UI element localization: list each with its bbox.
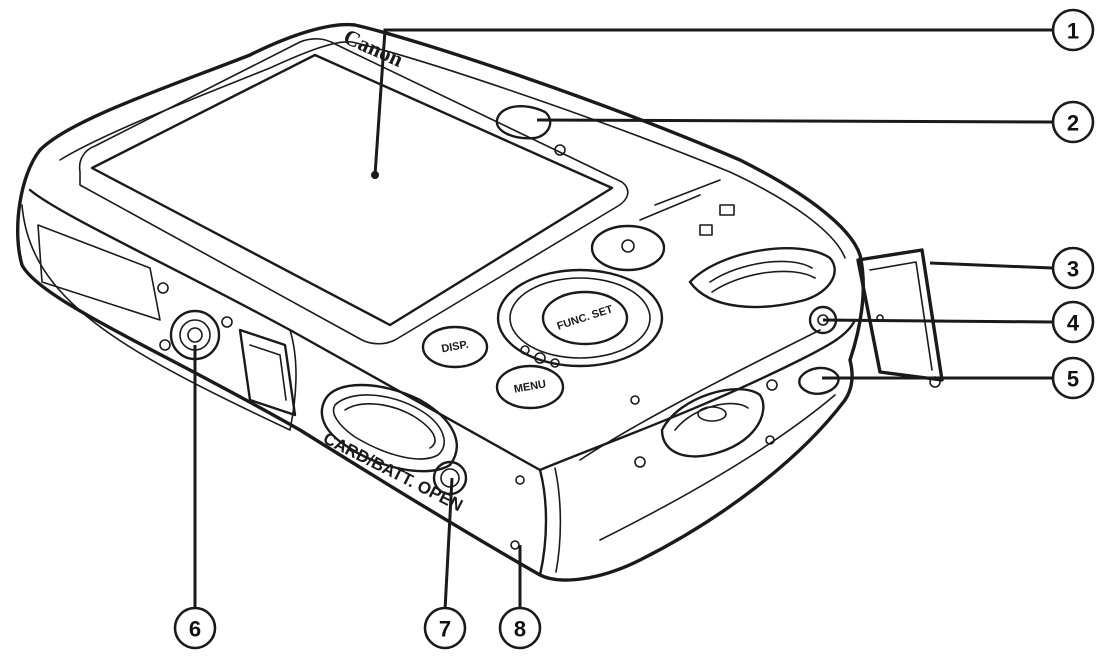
digital-terminal [798,366,840,395]
leader-3 [929,261,1053,270]
bottom-plate [21,204,297,431]
front-edge-inner [554,467,562,573]
camera-bottom-edge [28,188,857,472]
callout-3: 3 [1051,246,1095,290]
terminal-cover [856,248,944,388]
callout-2: 2 [1051,100,1095,144]
callout-8: 8 [498,606,542,650]
callout-number: 5 [1067,367,1079,392]
camera-body [16,22,865,582]
func-set-label: FUNC. SET [556,303,615,332]
mode-switch [639,179,836,309]
callout-number: 7 [439,617,451,642]
callout-number: 4 [1067,311,1080,336]
callout-6: 6 [173,606,217,650]
camera-back-outline [38,22,865,362]
disp-button: DISP. [421,325,489,369]
menu-button: MENU [495,364,565,410]
leader-lines [193,28,1053,611]
card-battery-cover: CARD/BATT. OPEN [320,383,468,515]
shoot-button [590,224,666,272]
camera-bottom-outline [16,148,854,582]
callout-5: 5 [1051,356,1095,400]
callout-1: 1 [1051,8,1095,52]
menu-label: MENU [513,378,547,395]
leader-4 [822,318,1053,324]
leader-7 [443,477,454,611]
camera-back-bevel [59,41,846,259]
front-edge [538,468,548,577]
callout-number: 1 [1067,19,1079,44]
leader-1 [373,28,1052,176]
disp-label: DISP. [441,339,470,356]
lcd-screen [78,38,629,345]
indicator-lamp [495,104,566,156]
callout-number: 3 [1067,257,1079,282]
side-contour [579,329,821,461]
dc-coupler-cover [238,328,297,417]
control-dial: FUNC. SET [496,268,664,368]
callout-number: 8 [514,617,526,642]
leader-2 [536,118,1053,124]
callout-number: 6 [189,617,201,642]
callout-7: 7 [423,606,467,650]
side-contour-lower [599,394,836,541]
callout-number: 2 [1067,111,1079,136]
callout-4: 4 [1051,300,1095,344]
bottom-left-panel [37,224,161,321]
strap-mount [660,388,765,458]
